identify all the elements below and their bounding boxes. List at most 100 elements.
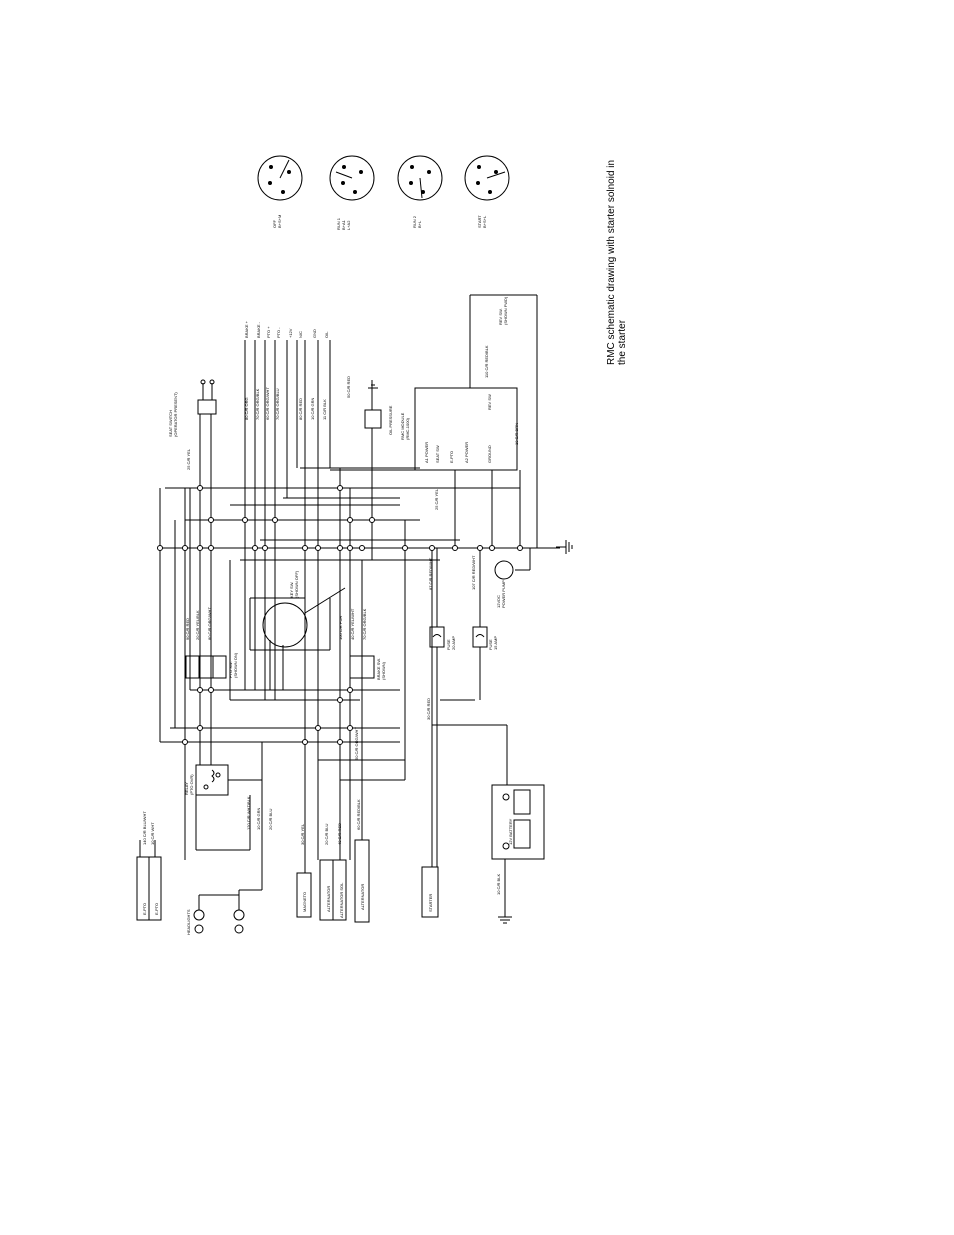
connector-pto-plus: PTO + — [266, 326, 271, 338]
alternator-sol-label: ALTERNATOR SOL — [339, 882, 344, 918]
wire-label: 10 C/R GRN — [310, 397, 315, 420]
caption-line-2: the starter — [617, 319, 628, 365]
connector-nc: N/C — [298, 331, 303, 338]
switch-label-start: START — [477, 215, 482, 228]
switch-label-run1-sub1: B+A1 — [341, 219, 346, 230]
e-pto-label-2: E-PTO — [154, 903, 159, 915]
switch-position-off — [257, 155, 303, 201]
switch-position-run2 — [397, 155, 443, 201]
rmc-module-label-sub: (RMC-1000) — [405, 417, 410, 440]
fuse-20-label: FUSE — [446, 639, 451, 650]
connector-brake-plus: BRAKE + — [244, 320, 249, 338]
module-pin-rev: REV SW — [487, 394, 492, 410]
magneto-label: MAGNETO — [302, 892, 307, 912]
wire-label: 80 C/R ORG/WHT — [207, 607, 212, 640]
wire-label: 30 C/R RED — [426, 698, 431, 720]
wire-label: 80 C/R ORG — [244, 397, 249, 420]
brake-switch-label: BRAKE SW. — [376, 658, 381, 680]
wire-label: 80 C/R RED — [298, 398, 303, 420]
wire-label: 107 C/R RED/WHT — [471, 555, 476, 590]
switch-label-run1-sub2: L+A2 — [346, 220, 351, 230]
module-pin-epto: E-PTO — [449, 451, 454, 463]
wire-label: 25 C/R YEL — [186, 448, 191, 470]
magneto-box — [296, 872, 312, 918]
wire-label: 30 C/R YEL — [300, 823, 305, 845]
module-pin-seat: SEAT SW — [435, 445, 440, 463]
wire-label: 110 C/R RED/BLK — [484, 345, 489, 378]
wire-label: 40 C/R RED — [337, 823, 342, 845]
wire-label: 20 C/R BLU — [268, 809, 273, 830]
fuel-pump — [494, 560, 514, 580]
module-pin-ground: GROUND — [487, 445, 492, 463]
alternator-2-label: ALTERNATOR — [360, 884, 365, 910]
connector-brake-minus: BRAKE - — [256, 321, 261, 338]
oil-pressure-label: OIL PRESSURE — [388, 405, 393, 435]
pto-switch-box — [185, 655, 227, 679]
brake-switch-label-sub: (SHOWN) — [381, 661, 386, 680]
wire-label: 50 C/R ORG/WHT — [354, 727, 359, 760]
wire-label: 10 C/R GRN — [256, 807, 261, 830]
headlights-label: HEADLIGHTS — [186, 909, 191, 935]
wire-label: 10 C/R WHT — [150, 822, 155, 845]
seat-switch-box — [197, 399, 217, 415]
e-pto-label-1: E-PTO — [142, 903, 147, 915]
connector-gnd: GND — [312, 329, 317, 338]
fuse-15-label: FUSE — [488, 639, 493, 650]
switch-label-off: OFF — [272, 219, 277, 228]
seat-switch-label-sub: (OPERATOR PRESENT) — [173, 392, 178, 437]
pto-switch-label-sub: (SHOWN ON) — [233, 652, 238, 678]
wire-label: 60 C/R ORG/WHT — [265, 387, 270, 420]
rev-switch-label: REV SW. — [498, 308, 503, 325]
figure-caption: RMC schematic drawing with starter solno… — [606, 160, 628, 365]
fuse-20-label-sub: 20 AMP — [451, 636, 456, 650]
key-switch-label-sub: (SHOWN OFF) — [294, 570, 299, 598]
switch-label-start-sub: B+S+L — [482, 215, 487, 228]
wire-label: 40 C/R YEL/WHT — [350, 608, 355, 640]
wire-label: 140 C/R BLU/WHT — [142, 811, 147, 845]
alternator-label: ALTERNATOR — [326, 886, 331, 912]
fuse-15-label-sub: 15 AMP — [493, 636, 498, 650]
module-pin-a2: A2 POWER — [464, 442, 469, 463]
battery-box — [491, 784, 545, 860]
wire-label: 10 C/R BRN — [514, 423, 519, 445]
headlight-lamps — [193, 894, 245, 934]
wire-label: 70 C/R ORG/BLK — [362, 608, 367, 640]
switch-position-start — [464, 155, 510, 201]
key-switch — [262, 602, 308, 648]
wire-label: 20 C/R YEL/BLK — [195, 610, 200, 640]
wire-label: 60 C/R RED/BLK — [356, 799, 361, 830]
switch-label-run2-sub: B+L — [417, 220, 422, 228]
wire-label: 90 C/R RED — [185, 618, 190, 640]
switch-label-run2: RUN 2 — [412, 215, 417, 228]
wire-label: 50 C/R RED — [346, 376, 351, 398]
connector-pto-minus: PTO - — [276, 327, 281, 338]
switch-label-off-sub: B+S+M — [277, 215, 282, 228]
rev-switch-label-sub: (SHOWN FWD) — [503, 296, 508, 325]
relay-label-sub: (PTO OVR) — [189, 774, 194, 795]
switch-label-run1: RUN 1 — [336, 217, 341, 230]
seat-switch-label: SEAT SWITCH — [168, 410, 173, 437]
rmc-module-label: RMC MODULE — [400, 412, 405, 440]
wire-label: 11 C/R BLK — [322, 399, 327, 420]
wire-label: 20 C/R BLU — [324, 824, 329, 845]
wire-label: 87 C/R RED/WHT — [428, 557, 433, 590]
ground-symbols — [368, 380, 573, 924]
wire-label: 100 C/R PUR — [338, 616, 343, 640]
wire-label: 70 C/R ORG/BLK — [255, 388, 260, 420]
module-pin-a1: A1 POWER — [424, 442, 429, 463]
caption-line-1: RMC schematic drawing with starter solno… — [606, 159, 617, 365]
starter-label: STARTER — [428, 894, 433, 912]
wire-label: 70 C/R ORG/BLU — [275, 388, 280, 420]
fuse-15-box — [472, 626, 488, 648]
fuel-pump-label: 12VDC — [496, 595, 501, 608]
oil-pressure-box — [364, 409, 382, 429]
battery-label: 12V BATTERY — [508, 818, 513, 845]
wire-label: 25 C/R YEL — [434, 488, 439, 510]
wire-label: 10 C/R BLK — [496, 874, 501, 895]
relay-label: RELAY — [184, 782, 189, 795]
starter-box — [421, 866, 439, 918]
connector-12v: +12V — [288, 328, 293, 338]
key-switch-label: KEY SW. — [289, 582, 294, 598]
fuel-pump-label-sub: POWER PUMP — [501, 580, 506, 608]
